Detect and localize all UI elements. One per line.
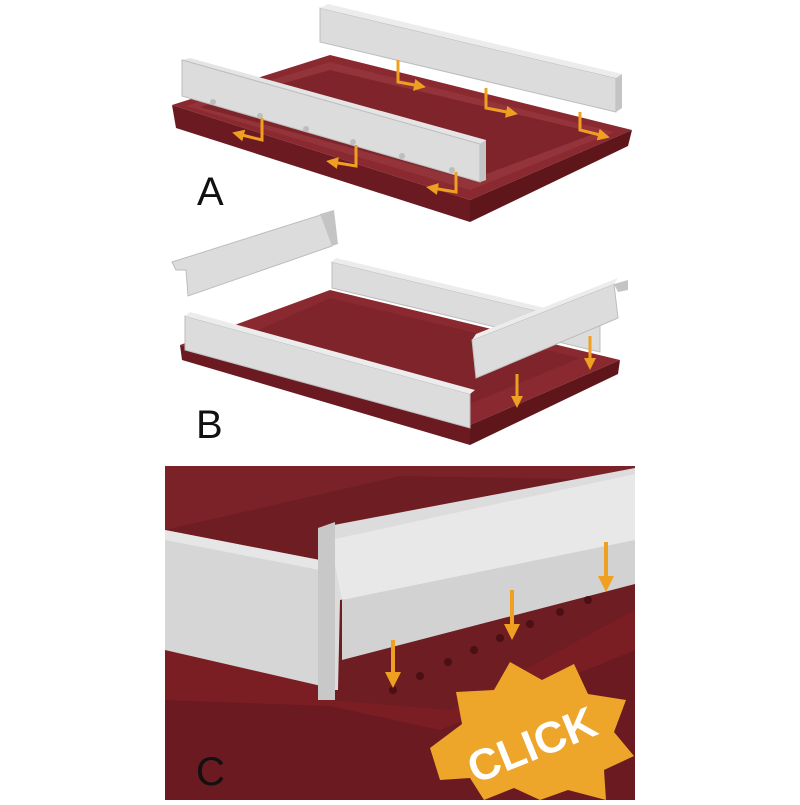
arrows-a (232, 60, 610, 195)
arrows-c (385, 542, 614, 688)
divider-short-right-b (471, 278, 628, 379)
step-label-b: B (196, 403, 223, 447)
panel-b (171, 210, 628, 445)
panel-c: CLICK (165, 466, 635, 800)
floor-slots-c (389, 596, 592, 694)
step-label-c: C (196, 750, 225, 794)
panel-a (172, 4, 632, 222)
divider-back-a (319, 4, 622, 113)
click-starburst (430, 662, 634, 800)
arrows-b (511, 336, 596, 408)
divider-front-a (181, 58, 486, 183)
divider-front-b (184, 312, 475, 429)
step-label-a: A (197, 170, 224, 214)
divider-short-left-b (171, 210, 338, 297)
divider-short-c (318, 468, 635, 700)
divider-long-c (165, 530, 330, 688)
tray-b (180, 290, 620, 445)
click-badge: CLICK (430, 662, 634, 800)
